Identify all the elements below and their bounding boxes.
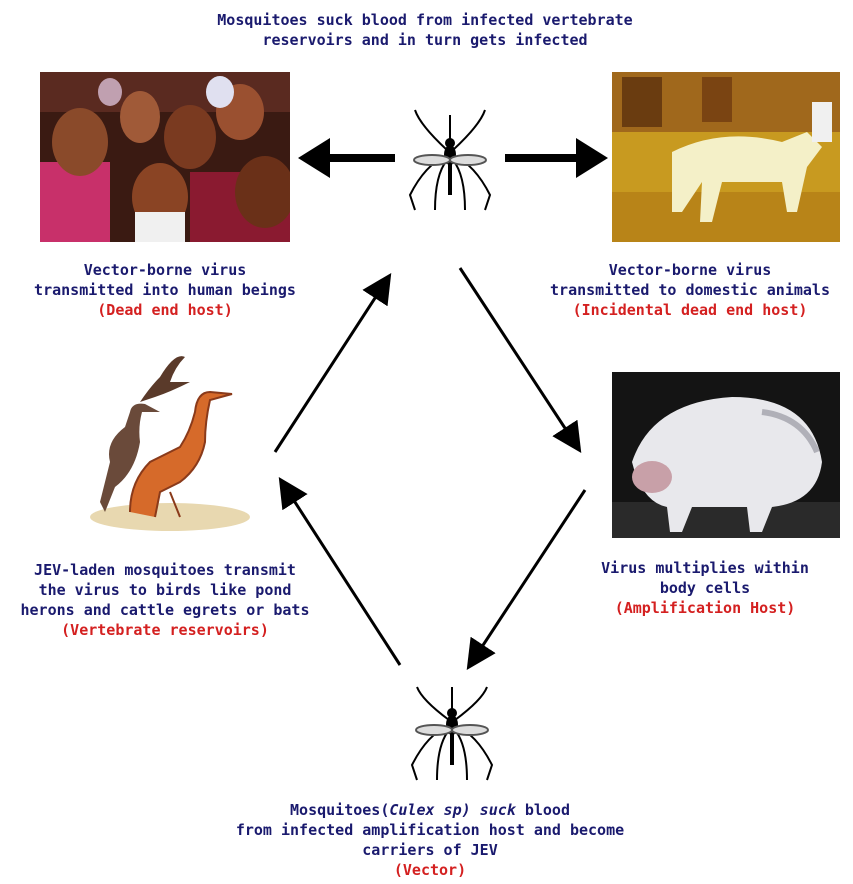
reservoir-line2: the virus to birds like pond <box>0 580 330 600</box>
domestic-line2: transmitted to domestic animals <box>525 280 853 300</box>
mosquito-icon <box>412 687 492 780</box>
arrow-to-human-head <box>298 138 330 178</box>
species-name: Culex sp) suck <box>389 801 515 819</box>
amplification-line2: body cells <box>555 578 853 598</box>
amplification-host-label: (Amplification Host) <box>555 598 853 618</box>
vector-caption: Mosquitoes(Culex sp) suck blood from inf… <box>150 800 710 880</box>
domestic-caption: Vector-borne virus transmitted to domest… <box>525 260 853 320</box>
vector-line1: Mosquitoes(Culex sp) suck blood <box>150 800 710 820</box>
human-line2: transmitted into human beings <box>0 280 330 300</box>
vector-line3: carriers of JEV <box>150 840 710 860</box>
domestic-host-label: (Incidental dead end host) <box>525 300 853 320</box>
human-line1: Vector-borne virus <box>0 260 330 280</box>
amplification-line1: Virus multiplies within <box>555 558 853 578</box>
mosquito-icon <box>410 110 490 210</box>
human-host-label: (Dead end host) <box>0 300 330 320</box>
reservoir-line3: herons and cattle egrets or bats <box>0 600 330 620</box>
human-caption: Vector-borne virus transmitted into huma… <box>0 260 330 320</box>
vector-host-label: (Vector) <box>150 860 710 880</box>
reservoir-caption: JEV-laden mosquitoes transmit the virus … <box>0 560 330 640</box>
vector-line2: from infected amplification host and bec… <box>150 820 710 840</box>
arrow-to-cattle-head <box>576 138 608 178</box>
amplification-caption: Virus multiplies within body cells (Ampl… <box>555 558 853 618</box>
domestic-line1: Vector-borne virus <box>525 260 853 280</box>
reservoir-host-label: (Vertebrate reservoirs) <box>0 620 330 640</box>
reservoir-line1: JEV-laden mosquitoes transmit <box>0 560 330 580</box>
